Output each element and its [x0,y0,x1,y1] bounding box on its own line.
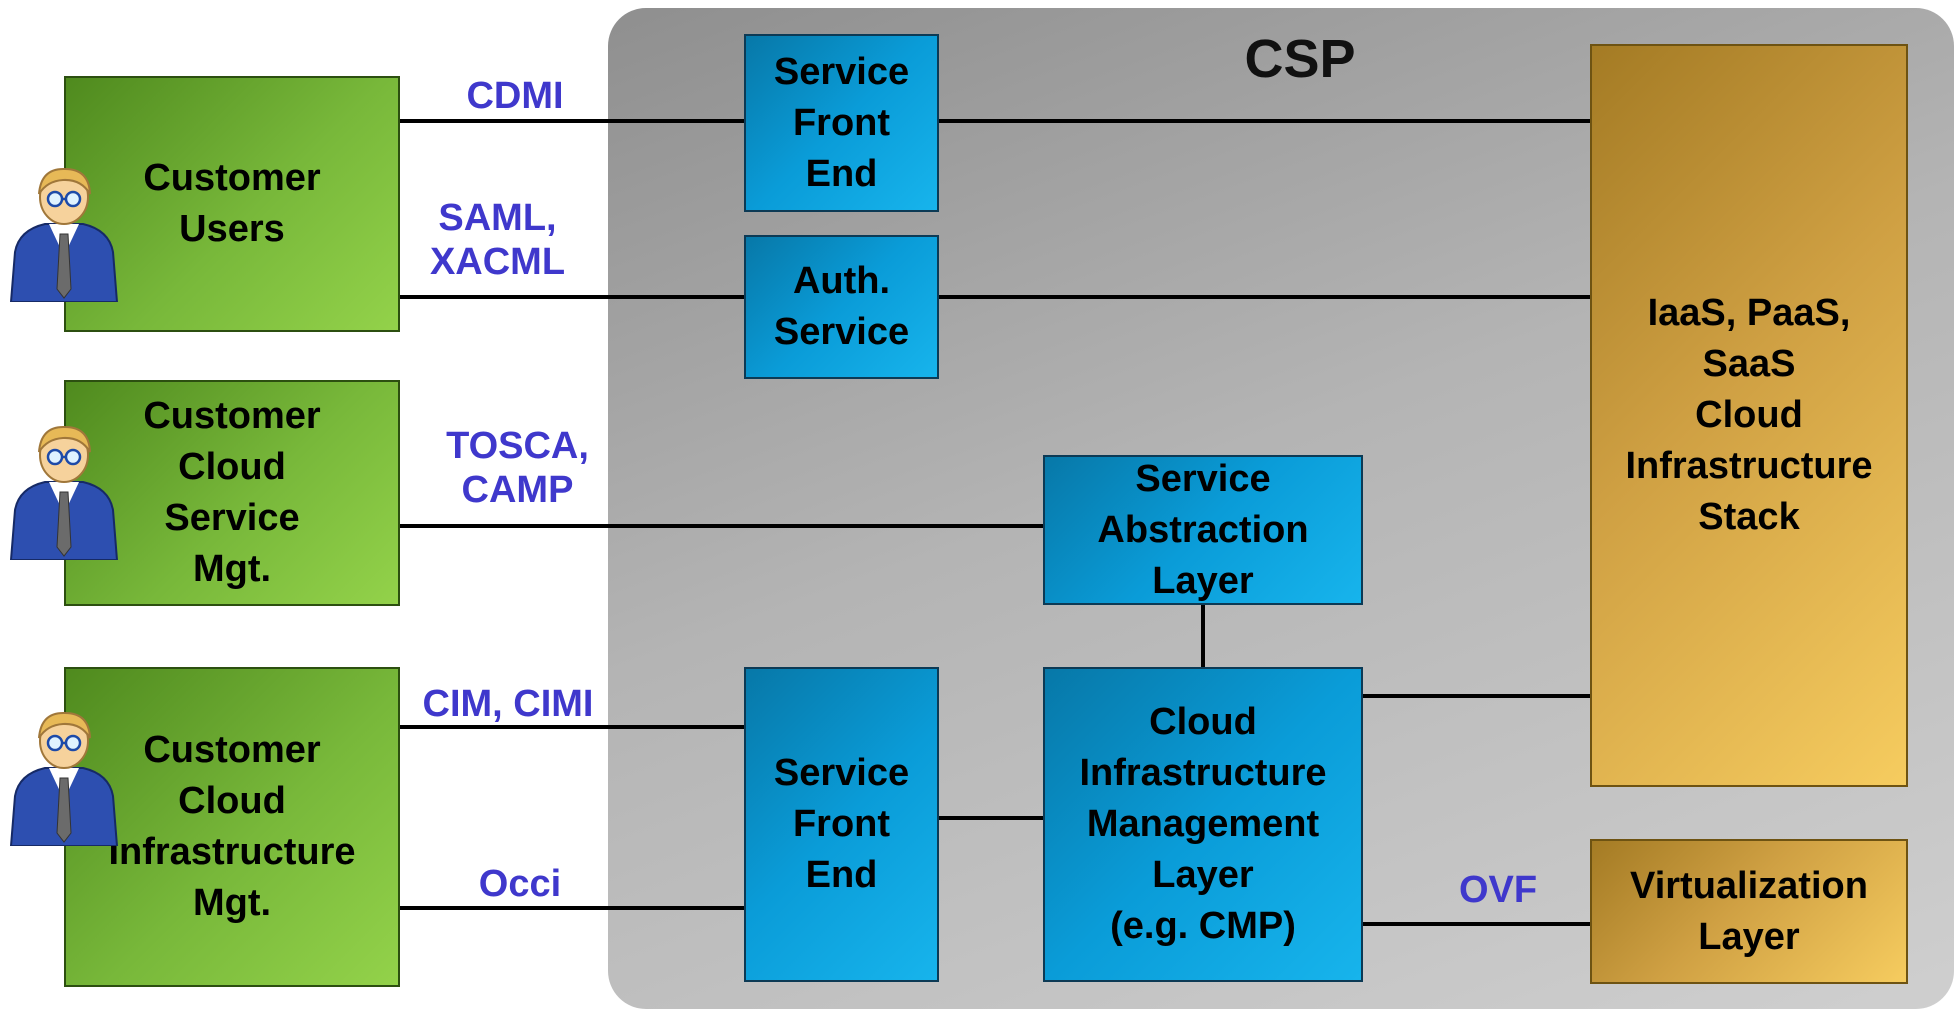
wire-cdmi [400,119,744,123]
wire-sfe-to-stack [939,119,1590,123]
wire-tosca [400,524,1043,528]
person-icon [9,425,119,560]
service-front-end-bottom-box: Service Front End [744,667,939,982]
auth-service-box: Auth. Service [744,235,939,379]
customer-cloud-service-mgt-box: Customer Cloud Service Mgt. [64,380,400,606]
wire-auth-to-stack [939,295,1590,299]
person-icon [9,167,119,302]
wire-ovf [1363,922,1590,926]
service-abstraction-layer-box: Service Abstraction Layer [1043,455,1363,605]
service-front-end-top-box: Service Front End [744,34,939,212]
infrastructure-stack-box: IaaS, PaaS, SaaS Cloud Infrastructure St… [1590,44,1908,787]
protocol-cim-cimi: CIM, CIMI [422,683,594,725]
person-icon [9,711,119,846]
protocol-occi: Occi [478,863,562,905]
cloud-infrastructure-management-layer-box: Cloud Infrastructure Management Layer (e… [1043,667,1363,982]
wire-saml [400,295,744,299]
csp-title: CSP [1244,29,1356,89]
protocol-saml-xacml: SAML, XACML [429,197,566,283]
protocol-tosca-camp: TOSCA, CAMP [446,425,589,511]
protocol-ovf: OVF [1458,869,1538,911]
virtualization-layer-box: Virtualization Layer [1590,839,1908,984]
wire-sal-to-cim [1201,605,1205,667]
wire-cim-to-stack [1363,694,1590,698]
customer-cloud-infrastructure-mgt-box: Customer Cloud Infrastructure Mgt. [64,667,400,987]
wire-cim-cimi [400,725,744,729]
wire-sfe-to-cim [939,816,1043,820]
wire-occi [400,906,744,910]
protocol-cdmi: CDMI [466,75,564,117]
customer-users-box: Customer Users [64,76,400,332]
